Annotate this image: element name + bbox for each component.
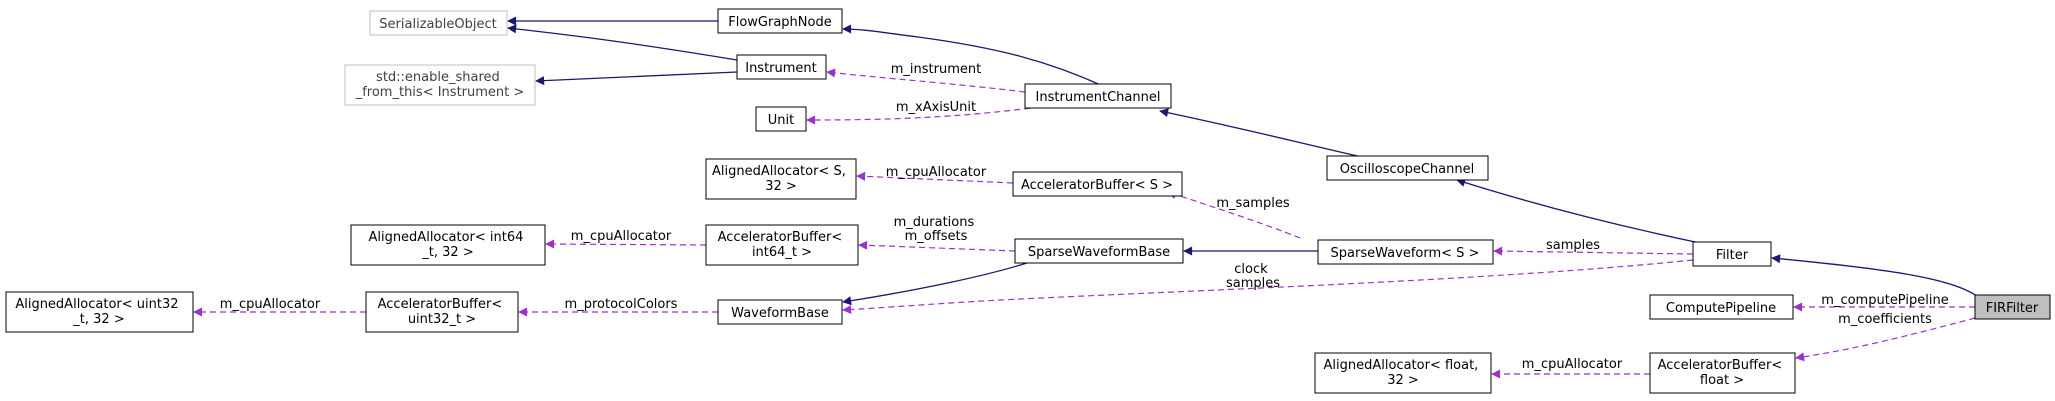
- edge-sparsewaveform-accel-s: [1167, 190, 1301, 239]
- node-alignedallocator-float[interactable]: AlignedAllocator< float, 32 >: [1314, 352, 1492, 394]
- node-instrument[interactable]: Instrument: [736, 54, 827, 80]
- svg-text:AcceleratorBuffer< S >: AcceleratorBuffer< S >: [1021, 178, 1173, 193]
- svg-text:ComputePipeline: ComputePipeline: [1666, 301, 1776, 316]
- edge-label-samples: samples: [1546, 238, 1600, 253]
- edge-labels: m_instrument m_xAxisUnit m_cpuAllocator …: [220, 62, 1949, 372]
- edge-sparsewaveformbase-accel-int64: [858, 240, 1016, 252]
- node-filter[interactable]: Filter: [1692, 241, 1772, 267]
- edge-label-m-cpuallocator-s: m_cpuAllocator: [886, 165, 987, 180]
- edge-filter-sparsewaveform: [1493, 246, 1694, 256]
- svg-text:AlignedAllocator< S, 3: AlignedAllocator< S, 32 >: [712, 164, 850, 194]
- node-computepipeline[interactable]: ComputePipeline: [1649, 294, 1794, 320]
- svg-text:std::enable_shared _fr: std::enable_shared _from_this< Instrumen…: [355, 70, 525, 100]
- edge-label-m-durations-offsets: m_durations m_offsets: [894, 215, 979, 244]
- edge-label-clock-samples: clock samples: [1226, 262, 1280, 291]
- edge-firfilter-filter: [1771, 254, 1983, 301]
- node-waveformbase[interactable]: WaveformBase: [717, 299, 843, 325]
- svg-text:Filter: Filter: [1716, 248, 1749, 263]
- usage-edges: [193, 68, 1976, 379]
- svg-text:AlignedAllocator< uint32: AlignedAllocator< uint32 _t, 32 >: [15, 297, 182, 327]
- edge-label-m-protocolcolors: m_protocolColors: [565, 297, 678, 312]
- node-acceleratorbuffer-s[interactable]: AcceleratorBuffer< S >: [1012, 171, 1183, 197]
- edge-label-m-computepipeline: m_computePipeline: [1821, 293, 1948, 308]
- node-enable-shared-from-this[interactable]: std::enable_shared _from_this< Instrumen…: [344, 64, 536, 106]
- edge-filter-oscilloscopechannel: [1456, 178, 1701, 244]
- node-acceleratorbuffer-float[interactable]: AcceleratorBuffer< float >: [1649, 352, 1796, 394]
- nodes: SerializableObject FlowGraphNode Instrum…: [5, 8, 2051, 394]
- node-alignedallocator-uint32[interactable]: AlignedAllocator< uint32 _t, 32 >: [5, 291, 194, 333]
- svg-text:FlowGraphNode: FlowGraphNode: [728, 15, 831, 30]
- edge-label-m-samples: m_samples: [1216, 196, 1289, 211]
- node-sparsewaveform-s[interactable]: SparseWaveform< S >: [1317, 239, 1494, 265]
- edge-label-m-coefficients: m_coefficients: [1838, 312, 1932, 327]
- edge-accel-int64-aligned-int64: [545, 239, 707, 249]
- edge-label-m-cpuallocator-int64: m_cpuAllocator: [571, 229, 672, 244]
- edge-instrumentchannel-unit: [806, 106, 1041, 125]
- edge-sparsewaveformbase-waveformbase: [842, 261, 1031, 306]
- node-flowgraphnode[interactable]: FlowGraphNode: [717, 8, 843, 34]
- svg-text:Instrument: Instrument: [745, 61, 817, 76]
- inheritance-edges: [507, 16, 1983, 306]
- svg-text:InstrumentChannel: InstrumentChannel: [1036, 90, 1161, 105]
- svg-text:OscilloscopeChannel: OscilloscopeChannel: [1340, 162, 1474, 177]
- edge-instrumentchannel-instrument: [826, 68, 1026, 93]
- edge-instrument-serializable: [507, 24, 738, 61]
- node-alignedallocator-s[interactable]: AlignedAllocator< S, 32 >: [705, 158, 857, 200]
- node-acceleratorbuffer-uint32[interactable]: AcceleratorBuffer< uint32_t >: [365, 291, 519, 333]
- svg-text:WaveformBase: WaveformBase: [731, 306, 829, 321]
- svg-text:AcceleratorBuffer< flo: AcceleratorBuffer< float >: [1658, 358, 1787, 388]
- node-serializableobject[interactable]: SerializableObject: [369, 10, 508, 36]
- edge-label-m-cpuallocator-uint32: m_cpuAllocator: [220, 297, 321, 312]
- edge-label-m-xaxisunit: m_xAxisUnit: [896, 100, 976, 115]
- edge-oscilloscopechannel-instrumentchannel: [1159, 108, 1363, 158]
- svg-text:SparseWaveformBase: SparseWaveformBase: [1028, 245, 1170, 260]
- svg-text:AcceleratorBuffer< uin: AcceleratorBuffer< uint32_t >: [378, 297, 507, 327]
- edge-firfilter-accel-float: [1795, 317, 1976, 362]
- svg-text:Unit: Unit: [768, 113, 794, 128]
- svg-text:SparseWaveform< S >: SparseWaveform< S >: [1331, 246, 1480, 261]
- svg-text:SerializableObject: SerializableObject: [379, 17, 496, 32]
- node-unit[interactable]: Unit: [755, 106, 807, 132]
- svg-text:AlignedAllocator< int64: AlignedAllocator< int64 _t, 32 >: [368, 230, 527, 260]
- node-acceleratorbuffer-int64[interactable]: AcceleratorBuffer< int64_t >: [705, 224, 859, 266]
- node-instrumentchannel[interactable]: InstrumentChannel: [1024, 83, 1172, 109]
- edge-instrumentchannel-flowgraphnode: [842, 24, 1104, 87]
- edge-label-m-instrument: m_instrument: [891, 62, 981, 77]
- svg-text:AcceleratorBuffer< int: AcceleratorBuffer< int64_t >: [718, 230, 847, 260]
- edge-filter-waveformbase: [842, 259, 1694, 315]
- node-oscilloscopechannel[interactable]: OscilloscopeChannel: [1326, 155, 1489, 181]
- node-sparsewaveformbase[interactable]: SparseWaveformBase: [1014, 238, 1184, 264]
- edge-instrument-enable-shared: [535, 71, 738, 86]
- svg-text:AlignedAllocator< float,: AlignedAllocator< float, 32 >: [1324, 358, 1483, 388]
- svg-text:FIRFilter: FIRFilter: [1986, 301, 2039, 316]
- edge-accel-s-aligned-s: [856, 171, 1014, 184]
- node-alignedallocator-int64[interactable]: AlignedAllocator< int64 _t, 32 >: [350, 224, 546, 266]
- node-firfilter[interactable]: FIRFilter: [1974, 294, 2051, 320]
- edge-label-m-cpuallocator-float: m_cpuAllocator: [1522, 357, 1623, 372]
